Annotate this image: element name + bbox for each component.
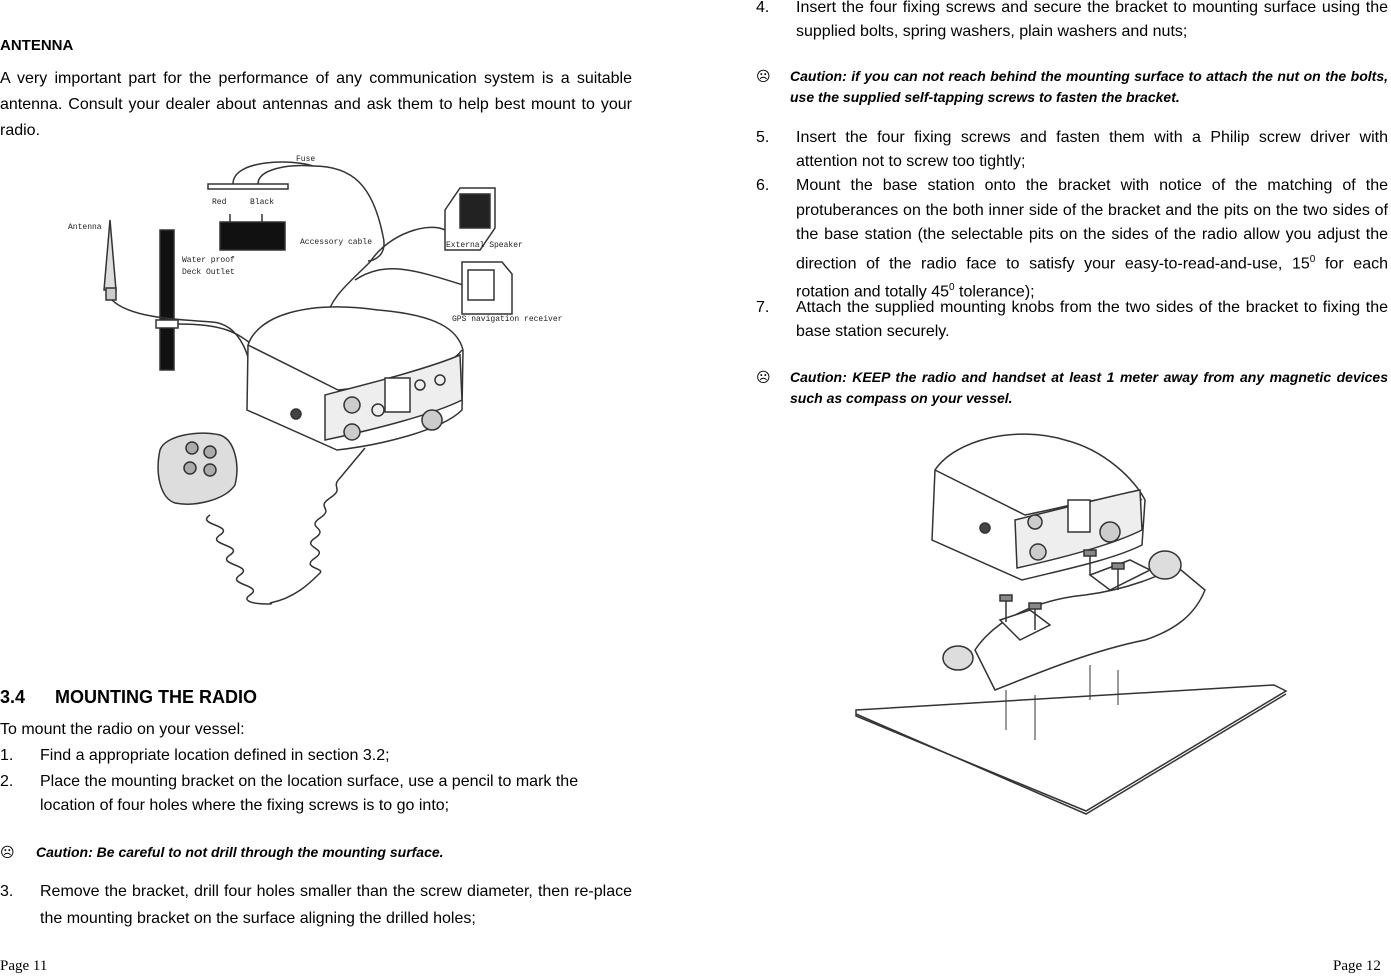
antenna-shape <box>103 219 117 291</box>
antenna-heading: ANTENNA <box>0 37 74 54</box>
caution-self-tapping-text: Caution: if you can not reach behind the… <box>790 68 1388 105</box>
mount-intro: To mount the radio on your vessel: <box>0 721 245 738</box>
section-title: MOUNTING THE RADIO <box>55 687 257 707</box>
antenna-wiring-diagram: Fuse Red Black Antenna Accessory cable E… <box>68 155 563 605</box>
caution-icon: ☹ <box>756 369 771 385</box>
bracket-mounting-diagram <box>855 433 1288 815</box>
label-gps: GPS navigation receiver <box>452 315 563 324</box>
step-3-number: 3. <box>0 883 14 900</box>
step-4-text: Insert the four fixing screws and secure… <box>796 0 1388 40</box>
step-4-number: 4. <box>756 0 770 16</box>
left-knob <box>942 645 974 671</box>
deck-outlet <box>159 229 175 371</box>
caution-drill-text: Caution: Be careful to not drill through… <box>36 844 444 860</box>
step-6-sup-2: 0 <box>949 282 955 294</box>
step-1-text: Find a appropriate location defined in s… <box>40 747 390 764</box>
battery <box>219 221 286 251</box>
step-6-text-c: tolerance); <box>954 283 1035 301</box>
label-antenna: Antenna <box>68 223 102 232</box>
step-6-text-a: Mount the base station onto the bracket … <box>796 177 1388 272</box>
right-page: 4. Insert the four fixing screws and sec… <box>752 0 1391 978</box>
mounting-board <box>855 684 1288 812</box>
caution-icon: ☹ <box>0 844 15 860</box>
section-number: 3.4 <box>0 687 26 707</box>
caution-icon: ☹ <box>756 68 771 84</box>
label-accessory-cable: Accessory cable <box>300 238 372 247</box>
step-2-text: Place the mounting bracket on the locati… <box>40 773 579 814</box>
step-5-number: 5. <box>756 129 770 146</box>
page-number-left: Page 11 <box>0 958 48 974</box>
label-water-proof: Water proof <box>182 256 235 265</box>
label-red: Red <box>212 198 227 207</box>
left-page: ANTENNA A very important part for the pe… <box>0 0 640 978</box>
page-number-right: Page 12 <box>1333 958 1381 974</box>
fuse-bar <box>207 183 289 190</box>
step-6-sup-1: 0 <box>1309 253 1316 265</box>
step-7-number: 7. <box>756 299 770 316</box>
step-6-text: Mount the base station onto the bracket … <box>796 174 1388 305</box>
caution-magnetic-text: Caution: KEEP the radio and handset at l… <box>790 369 1388 406</box>
label-fuse: Fuse <box>296 155 315 164</box>
label-deck-outlet: Deck Outlet <box>182 268 235 277</box>
handset <box>157 432 238 505</box>
label-external-speaker: External Speaker <box>446 241 523 250</box>
step-6-text-b: for each rotation and totally 45 <box>796 254 1388 301</box>
step-1-number: 1. <box>0 747 14 764</box>
step-6-number: 6. <box>756 177 770 194</box>
right-knob <box>1148 550 1182 580</box>
label-black: Black <box>250 198 274 207</box>
gps-receiver <box>461 261 513 315</box>
step-7-text: Attach the supplied mounting knobs from … <box>796 299 1388 340</box>
step-2-number: 2. <box>0 773 14 790</box>
antenna-paragraph: A very important part for the performanc… <box>0 70 632 139</box>
screws <box>999 549 1125 630</box>
step-3-text: Remove the bracket, drill four holes sma… <box>40 883 632 927</box>
step-5-text: Insert the four fixing screws and fasten… <box>796 129 1388 170</box>
coiled-cord <box>206 447 366 605</box>
